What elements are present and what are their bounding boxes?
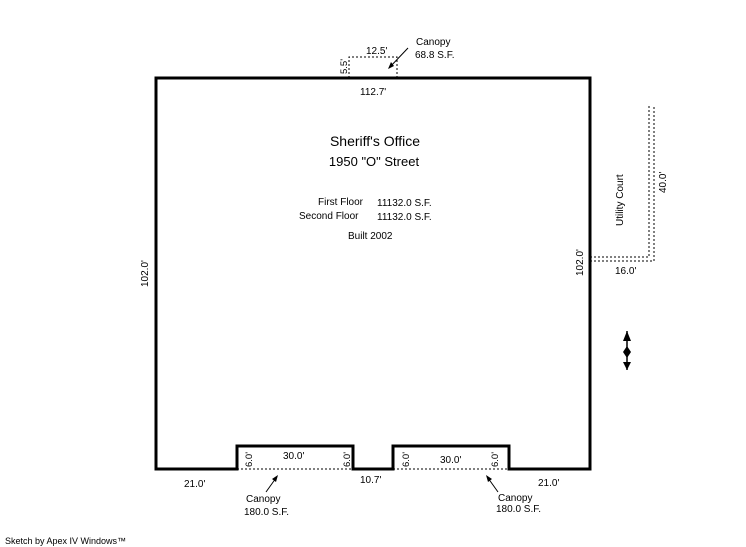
dim-bottom-middle: 10.7' xyxy=(360,475,381,486)
dim-bottom-left: 21.0' xyxy=(184,479,205,490)
bottom-canopy-right-area: 180.0 S.F. xyxy=(496,504,541,515)
footer-credit: Sketch by Apex IV Windows™ xyxy=(5,536,126,546)
bottom-canopy-right-arrow xyxy=(486,475,492,482)
dim-right: 102.0' xyxy=(575,249,586,276)
bottom-canopy-right-depth-right: 6.0' xyxy=(490,452,501,467)
top-canopy-width: 12.5' xyxy=(366,46,387,57)
utility-court-width: 16.0' xyxy=(615,266,636,277)
top-canopy-label: Canopy xyxy=(416,37,450,48)
building-name: Sheriff's Office xyxy=(330,133,420,149)
dim-top: 112.7' xyxy=(360,87,386,98)
built-year: Built 2002 xyxy=(348,231,393,242)
top-canopy-arrow xyxy=(388,62,394,69)
top-canopy-depth: 5.5' xyxy=(339,59,350,74)
bottom-canopy-right-label: Canopy xyxy=(498,493,532,504)
first-floor-area: 11132.0 S.F. xyxy=(377,198,432,209)
north-arrow-icon xyxy=(623,331,631,370)
second-floor-area: 11132.0 S.F. xyxy=(377,212,432,223)
top-canopy-outline xyxy=(348,56,398,78)
bottom-canopy-left-arrow xyxy=(272,475,278,482)
bottom-canopy-left-area: 180.0 S.F. xyxy=(244,507,289,518)
first-floor-label: First Floor xyxy=(318,197,364,208)
utility-court-outline-outer xyxy=(590,106,655,262)
bottom-canopy-left-depth-left: 6.0' xyxy=(244,452,255,467)
bottom-canopy-right-depth-left: 6.0' xyxy=(401,452,412,467)
bottom-canopy-left-width: 30.0' xyxy=(283,451,304,462)
bottom-canopy-left-depth-right: 6.0' xyxy=(342,452,353,467)
bottom-canopy-right-width: 30.0' xyxy=(440,455,461,466)
bottom-canopy-left-label: Canopy xyxy=(246,494,280,505)
dim-left: 102.0' xyxy=(140,260,151,287)
utility-court-label: Utility Court xyxy=(615,174,626,226)
top-canopy-area: 68.8 S.F. xyxy=(415,50,454,61)
building-address: 1950 "O" Street xyxy=(329,154,420,169)
second-floor-label: Second Floor xyxy=(299,211,359,222)
dim-bottom-right: 21.0' xyxy=(538,478,559,489)
utility-court-length: 40.0' xyxy=(658,172,669,193)
